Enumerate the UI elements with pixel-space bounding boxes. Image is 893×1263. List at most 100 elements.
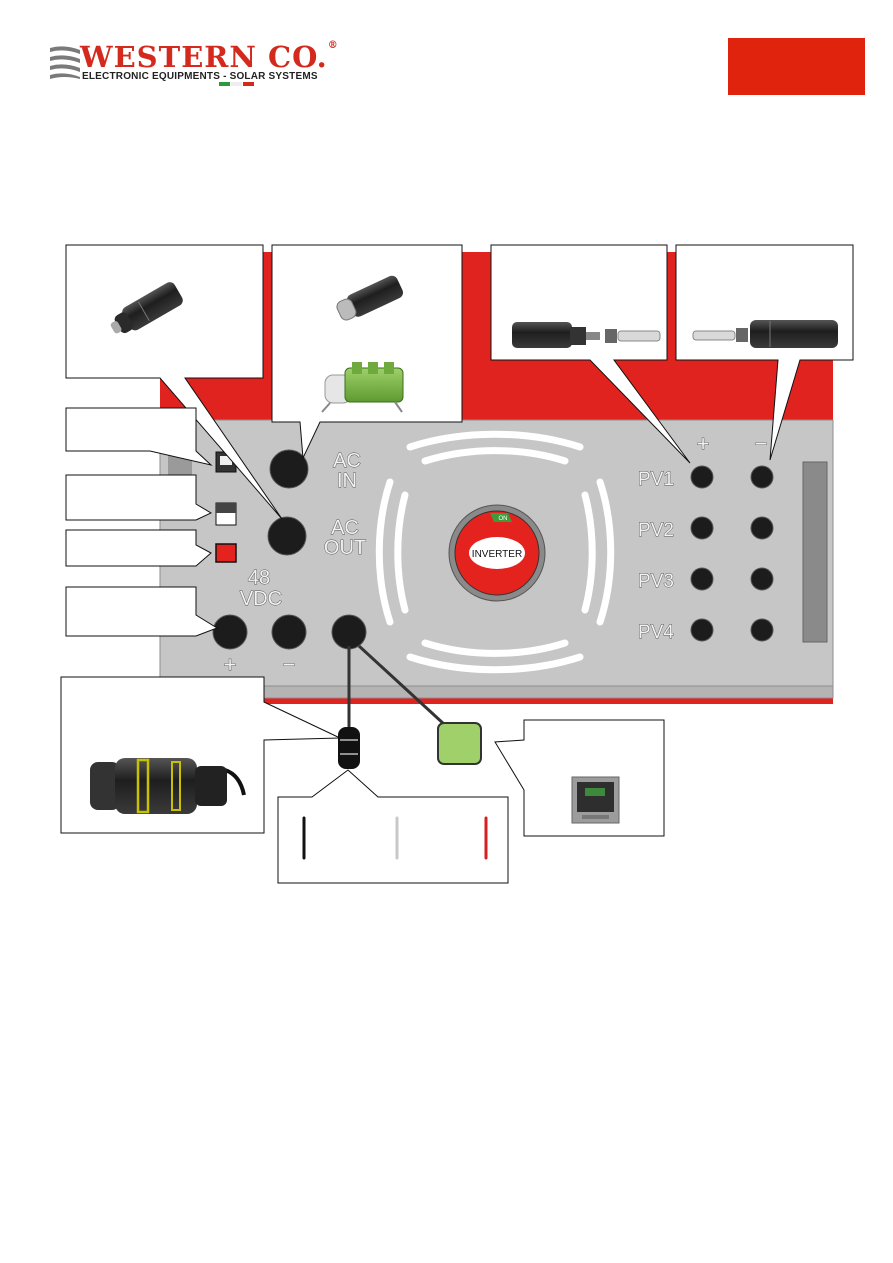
pv-plus-crimp bbox=[605, 329, 617, 343]
terminal-leg-2 bbox=[394, 401, 403, 413]
inverter-switch[interactable]: INVERTER ON bbox=[448, 504, 546, 602]
registered-mark: ® bbox=[327, 40, 339, 51]
vent-bottom-inner bbox=[421, 639, 569, 657]
flag-white bbox=[231, 82, 242, 86]
chapter-tab bbox=[728, 38, 865, 95]
ac-in-plug-body bbox=[346, 275, 404, 317]
dc-minus-symbol: − bbox=[283, 652, 296, 677]
ac-in-plug-icon bbox=[336, 275, 404, 321]
pv4-minus-socket[interactable] bbox=[750, 618, 774, 642]
flag-red bbox=[243, 82, 254, 86]
red-indicator-button[interactable] bbox=[215, 543, 237, 563]
side-handle bbox=[802, 461, 828, 643]
ac-out-label-line2: OUT bbox=[324, 537, 366, 559]
battery-callout bbox=[65, 586, 219, 637]
pv3-minus-socket[interactable] bbox=[750, 567, 774, 591]
ac-in-label-line2: IN bbox=[337, 470, 357, 492]
pv-minus-crimp bbox=[736, 328, 748, 342]
switch-label-plate bbox=[469, 537, 525, 569]
battery-minus-socket[interactable] bbox=[271, 614, 307, 650]
vent-left-outer bbox=[375, 478, 394, 626]
dc-plus-symbol: + bbox=[224, 652, 237, 677]
pv1-plus-socket[interactable] bbox=[690, 465, 714, 489]
ventilation-slots bbox=[375, 430, 615, 674]
pv4-plus-socket[interactable] bbox=[690, 618, 714, 642]
vent-top-inner bbox=[421, 447, 569, 465]
communication-connector-icon bbox=[90, 758, 246, 814]
battery-plus-socket[interactable] bbox=[212, 614, 248, 650]
vent-right-outer bbox=[596, 478, 615, 626]
pv3-label: PV3 bbox=[638, 571, 674, 592]
comm-plug-ring-2 bbox=[171, 761, 181, 811]
remote-terminal-icon bbox=[571, 776, 620, 824]
vent-bottom-outer bbox=[406, 653, 584, 674]
pv2-label: PV2 bbox=[638, 520, 674, 541]
green-terminal-block-icon bbox=[321, 362, 404, 413]
remote-terminal-display bbox=[585, 788, 605, 796]
ac-out-socket[interactable] bbox=[267, 516, 307, 556]
flag-green bbox=[219, 82, 230, 86]
pv-minus-symbol: − bbox=[755, 431, 768, 456]
rj45-port-2-top bbox=[216, 503, 236, 513]
pv-minus-contact bbox=[692, 330, 736, 341]
pv1-minus-socket[interactable] bbox=[750, 465, 774, 489]
switch-label: INVERTER bbox=[472, 549, 522, 560]
pv2-plus-socket[interactable] bbox=[690, 516, 714, 540]
switch-on-label: ON bbox=[499, 516, 508, 522]
comm-plug-head bbox=[90, 762, 120, 810]
ac-connector-pins bbox=[110, 321, 122, 334]
brand-name: WESTERN CO.® bbox=[80, 40, 339, 74]
pv-minus-callout bbox=[675, 244, 854, 461]
switch-on-indicator bbox=[490, 513, 512, 522]
ac-in-plug-head bbox=[336, 298, 357, 321]
remote-terminal-base bbox=[582, 815, 609, 819]
pv4-label: PV4 bbox=[638, 622, 674, 643]
comm-cable-plug bbox=[338, 727, 360, 769]
remote-terminal-green-box bbox=[437, 722, 482, 765]
ac-connector-ring bbox=[137, 301, 150, 322]
vent-top-outer bbox=[406, 430, 584, 451]
pv-plus-nut bbox=[570, 327, 586, 345]
communication-socket[interactable] bbox=[331, 614, 367, 650]
comm-plug-body bbox=[115, 758, 197, 814]
pv-plus-connector-icon bbox=[512, 322, 661, 348]
ac-in-label-line1: AC bbox=[333, 450, 361, 472]
comm-plug-ring-1 bbox=[136, 758, 150, 814]
terminal-leg-1 bbox=[321, 402, 331, 413]
button-callout bbox=[65, 529, 212, 567]
cable-colors-callout bbox=[277, 769, 509, 884]
rj45-port-1-slot bbox=[220, 456, 232, 465]
dc-label-line2: VDC bbox=[240, 588, 282, 610]
italian-flag-icon bbox=[219, 82, 254, 86]
terminal-screw-1 bbox=[352, 362, 362, 374]
vent-left-inner bbox=[394, 491, 409, 614]
dc-label-line1: 48 bbox=[248, 567, 270, 589]
comm-plug-tail bbox=[195, 766, 227, 806]
terminal-screw-2 bbox=[368, 362, 378, 374]
vent-right-inner bbox=[581, 491, 596, 614]
brand-text: WESTERN CO. bbox=[80, 40, 328, 74]
pv-minus-body bbox=[750, 320, 838, 348]
plug-body bbox=[338, 727, 360, 769]
ac-in-callout bbox=[271, 244, 463, 460]
pv-plus-callout bbox=[490, 244, 691, 464]
pv3-plus-socket[interactable] bbox=[690, 567, 714, 591]
port1-callout bbox=[65, 407, 213, 466]
brand-tagline: ELECTRONIC EQUIPMENTS - SOLAR SYSTEMS bbox=[82, 71, 318, 82]
remote-cable bbox=[357, 644, 447, 727]
terminal-screw-3 bbox=[384, 362, 394, 374]
pv-plus-pin bbox=[586, 332, 600, 340]
rj45-port-2[interactable] bbox=[215, 502, 237, 526]
pv1-label: PV1 bbox=[638, 469, 674, 490]
pv-plus-body bbox=[512, 322, 572, 348]
comm-wire bbox=[224, 768, 246, 796]
ac-connector-body bbox=[122, 282, 183, 331]
port2-callout bbox=[65, 474, 213, 521]
ac-connector-icon bbox=[110, 282, 183, 334]
pv2-minus-socket[interactable] bbox=[750, 516, 774, 540]
pv-minus-connector-icon bbox=[692, 320, 838, 348]
side-notch-1 bbox=[168, 455, 192, 475]
pv-plus-symbol: + bbox=[697, 431, 710, 456]
ac-in-socket[interactable] bbox=[269, 449, 309, 489]
